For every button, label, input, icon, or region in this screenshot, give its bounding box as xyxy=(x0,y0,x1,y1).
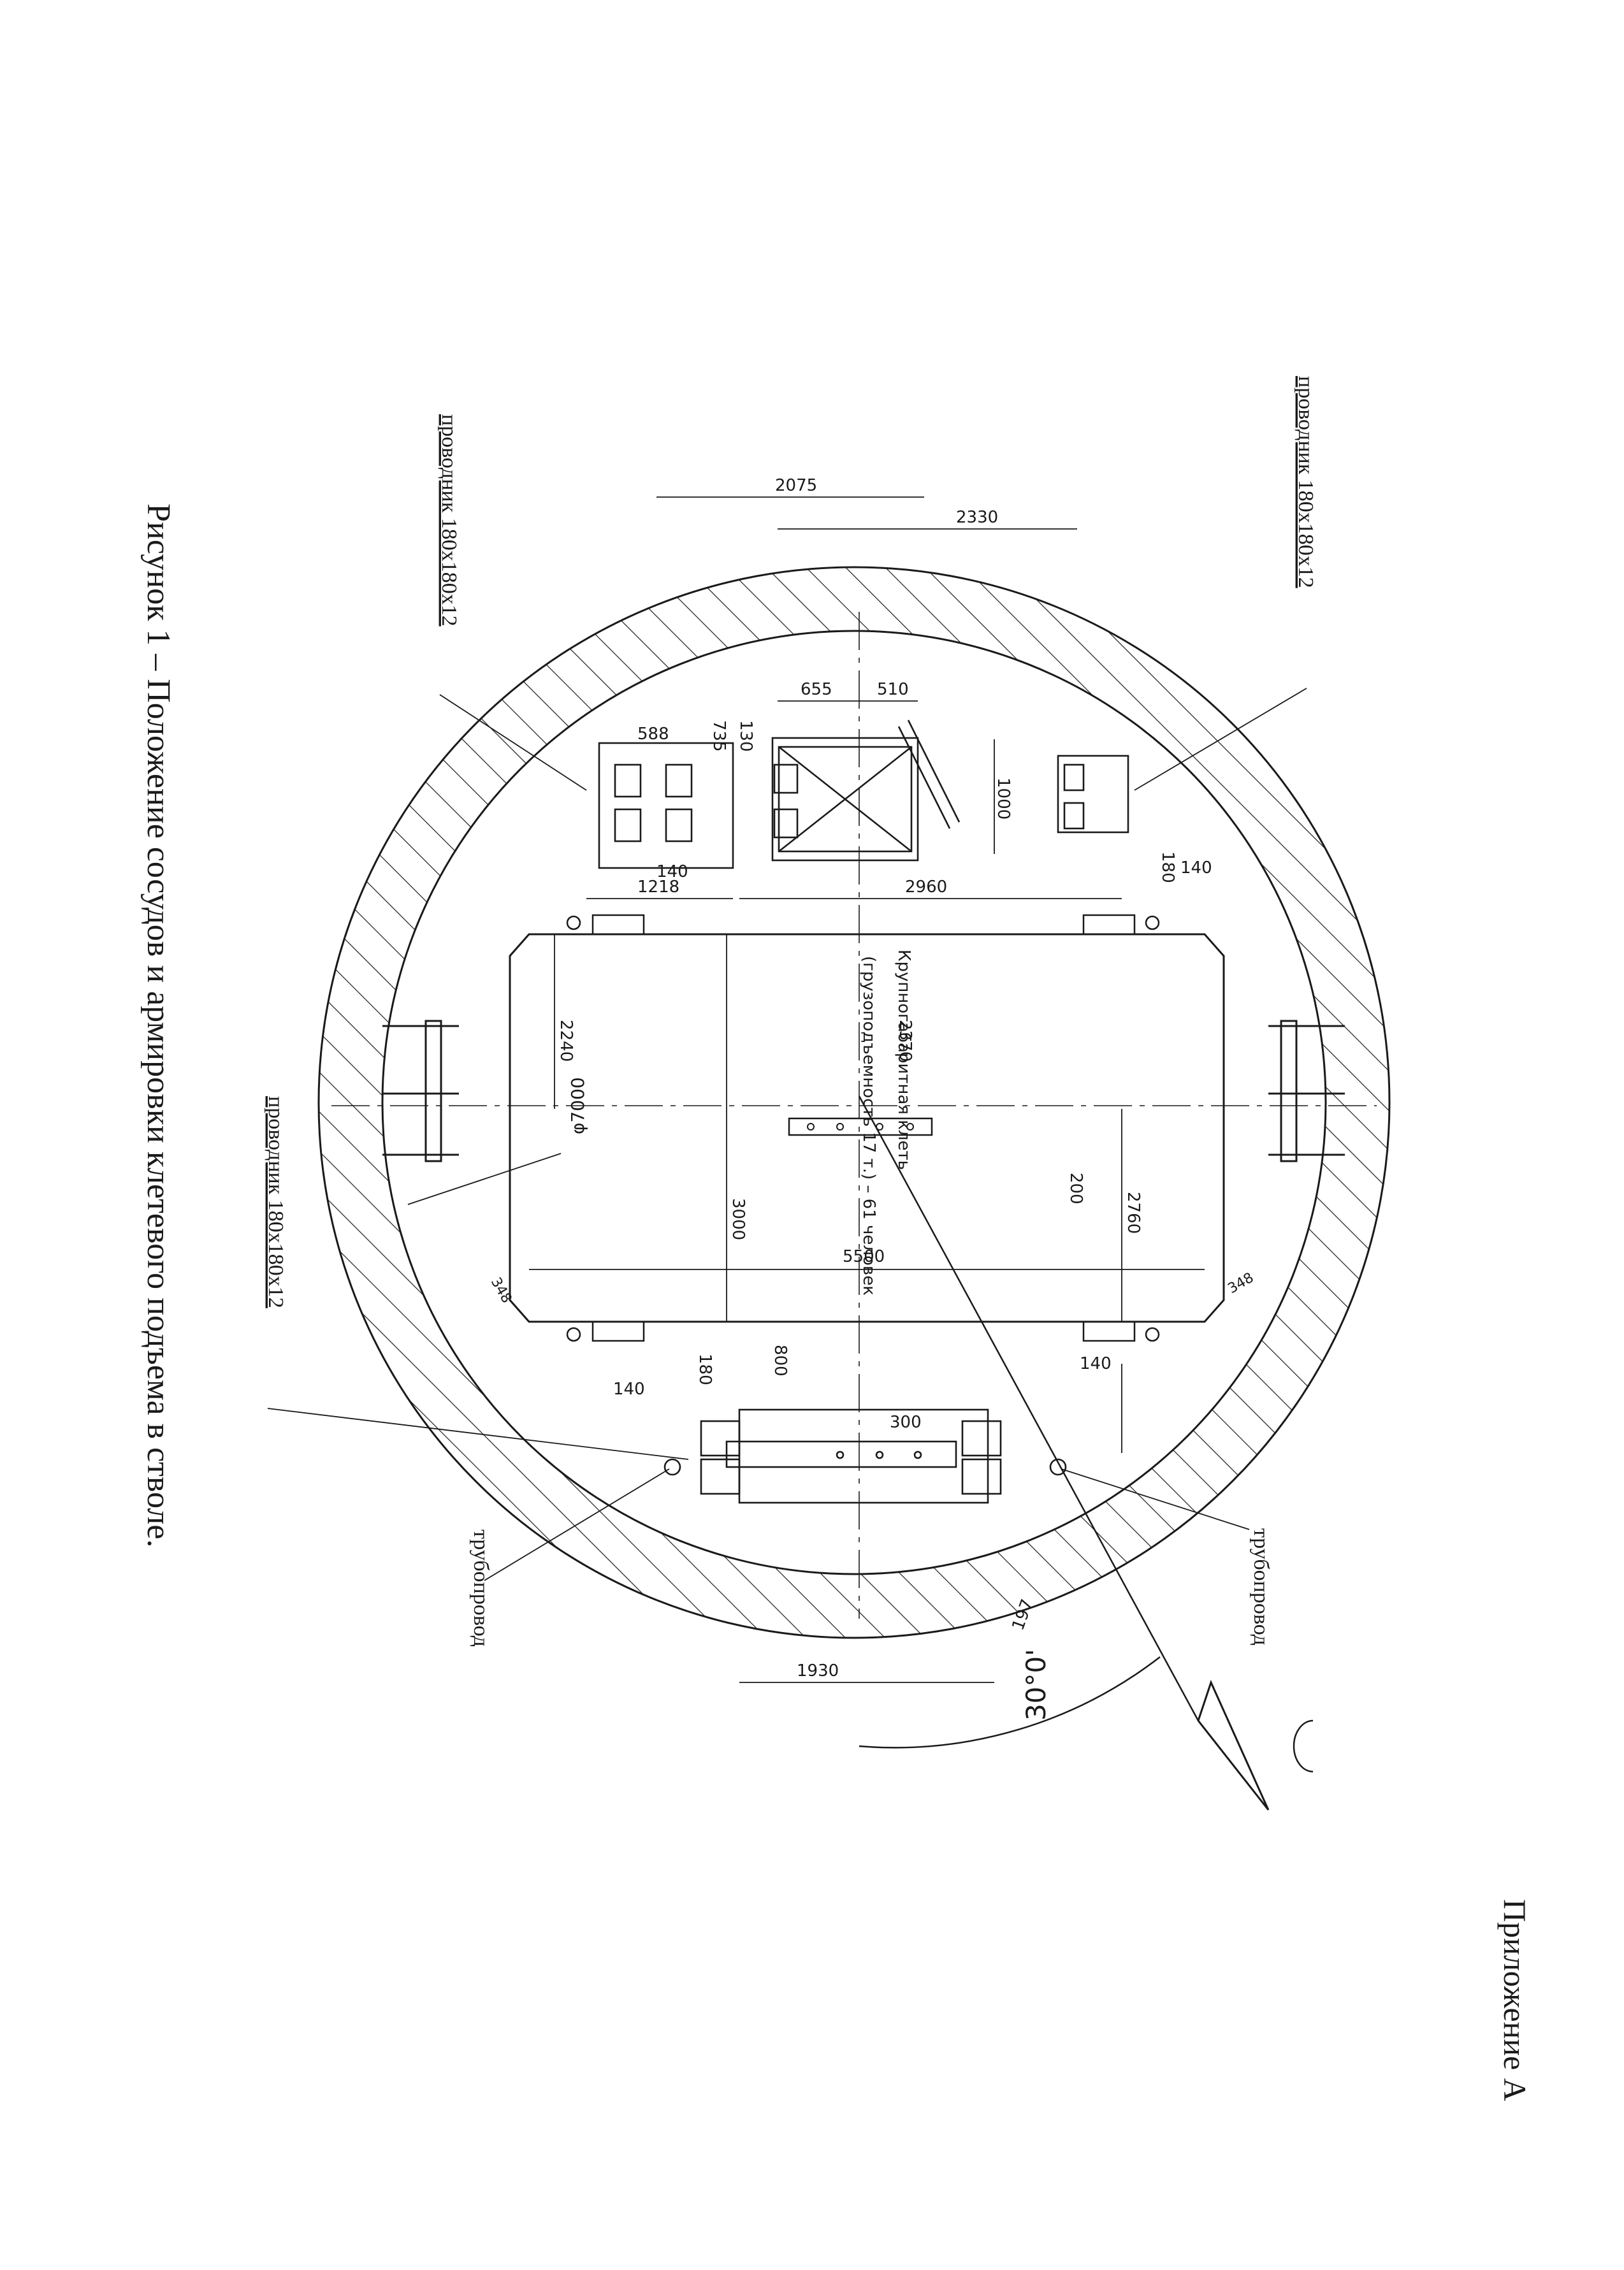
dim-1218: 1218 xyxy=(637,878,679,897)
angle-label: 30°0' xyxy=(1020,1649,1052,1721)
upper-vessels xyxy=(598,719,1129,869)
pipeline-label-right: трубопровод xyxy=(1249,1528,1273,1645)
dim-140-a: 140 xyxy=(656,862,688,881)
dimension-texts-vertical: 1000 735 130 180 2240 2370 3000 200 2760… xyxy=(488,720,1257,1633)
dim-2370: 2370 xyxy=(895,1020,915,1062)
appendix-label: Приложение А xyxy=(1497,1899,1533,2101)
dim-2960: 2960 xyxy=(905,878,947,897)
dim-510: 510 xyxy=(877,680,909,699)
dim-1930: 1930 xyxy=(797,1661,839,1681)
dim-300: 300 xyxy=(890,1413,922,1432)
dim-588: 588 xyxy=(637,725,669,744)
shaft-diameter-label: φ7000 xyxy=(567,1077,588,1134)
dim-1000: 1000 xyxy=(994,777,1013,820)
dim-130: 130 xyxy=(736,720,755,752)
dim-180-b: 180 xyxy=(695,1354,714,1385)
shaft-lining xyxy=(287,535,1421,1670)
guide-label-middle-left: проводник 180х180х12 xyxy=(264,1096,287,1308)
lower-vessels xyxy=(663,1408,1067,1504)
large-cage xyxy=(509,914,1225,1342)
pipeline-label-left: трубопровод xyxy=(469,1529,493,1647)
dim-2330: 2330 xyxy=(956,508,998,527)
bearing-line xyxy=(858,1095,1314,1811)
dimension-texts: 2075 2330 655 510 588 140 1218 2960 140 … xyxy=(613,476,1212,1681)
figure-caption: Рисунок 1 – Положение сосудов и армировк… xyxy=(140,503,177,1547)
cage-capacity: (грузоподъемность 17 т.) – 61 человек xyxy=(859,956,878,1296)
dim-2075: 2075 xyxy=(775,476,817,495)
dim-5500: 5500 xyxy=(843,1247,885,1266)
dim-3000: 3000 xyxy=(729,1198,748,1240)
leader-lines xyxy=(267,688,1307,1581)
dim-800: 800 xyxy=(771,1345,790,1377)
cage-name: Крупногабаритная клеть xyxy=(894,950,913,1170)
side-buntons xyxy=(382,1020,1345,1162)
center-lines xyxy=(331,612,1377,1619)
dim-2240: 2240 xyxy=(556,1020,576,1062)
dim-140-d: 140 xyxy=(1080,1354,1112,1373)
dim-140-c: 140 xyxy=(613,1380,645,1399)
dim-2760: 2760 xyxy=(1124,1192,1143,1234)
guide-label-top-right: проводник 180х180х12 xyxy=(1294,376,1317,588)
dim-735: 735 xyxy=(709,720,729,752)
guide-label-top-left: проводник 180х180х12 xyxy=(437,414,461,626)
dim-655: 655 xyxy=(801,680,832,699)
dim-140-b: 140 xyxy=(1180,858,1212,878)
dim-200: 200 xyxy=(1066,1173,1085,1204)
dimension-lines xyxy=(529,496,1205,1683)
dim-180-a: 180 xyxy=(1158,851,1177,883)
